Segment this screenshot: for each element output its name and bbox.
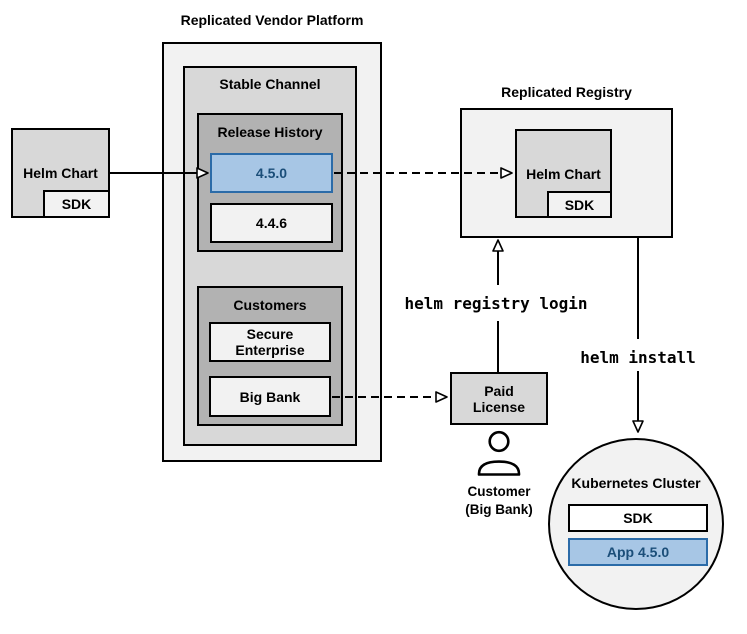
command-helm-registry-login: helm registry login — [396, 296, 596, 312]
stable-channel-title: Stable Channel — [219, 76, 321, 92]
customer-item-big-bank: Big Bank — [209, 376, 331, 417]
registry-sdk-label: SDK — [564, 196, 595, 213]
release-item-446: 4.4.6 — [210, 203, 333, 243]
command-helm-install: helm install — [565, 350, 711, 366]
release-history-title: Release History — [217, 124, 323, 140]
release-version-label: 4.4.6 — [255, 215, 288, 231]
k8s-app-label: App 4.5.0 — [606, 544, 670, 560]
release-item-450: 4.5.0 — [210, 153, 333, 193]
customer-name-label: Big Bank — [239, 388, 301, 405]
customers-title: Customers — [233, 297, 307, 313]
arrow-registry-to-cluster — [632, 238, 644, 433]
release-version-label: 4.5.0 — [255, 165, 288, 181]
registry-sdk-box: SDK — [547, 191, 612, 218]
customer-person-name: Customer — [467, 484, 531, 499]
k8s-sdk-label: SDK — [623, 510, 653, 526]
customer-item-secure-enterprise: Secure Enterprise — [209, 322, 331, 362]
customer-name-label: Secure Enterprise — [235, 326, 305, 358]
k8s-app-box: App 4.5.0 — [568, 538, 708, 566]
customer-person-label: Customer (Big Bank) — [439, 483, 559, 518]
paid-license-label: Paid License — [472, 382, 526, 415]
registry-helm-chart-label: Helm Chart — [526, 165, 601, 182]
vendor-sdk-label: SDK — [61, 196, 92, 212]
vendor-platform-title: Replicated Vendor Platform — [180, 12, 364, 28]
vendor-sdk-box: SDK — [43, 190, 110, 218]
vendor-helm-chart-label: Helm Chart — [23, 165, 98, 181]
paid-license-box: Paid License — [450, 372, 548, 425]
customer-person-company: (Big Bank) — [465, 501, 533, 517]
registry-title: Replicated Registry — [501, 84, 632, 100]
k8s-sdk-box: SDK — [568, 504, 708, 532]
person-icon — [477, 430, 521, 476]
kubernetes-cluster-title: Kubernetes Cluster — [571, 475, 701, 491]
